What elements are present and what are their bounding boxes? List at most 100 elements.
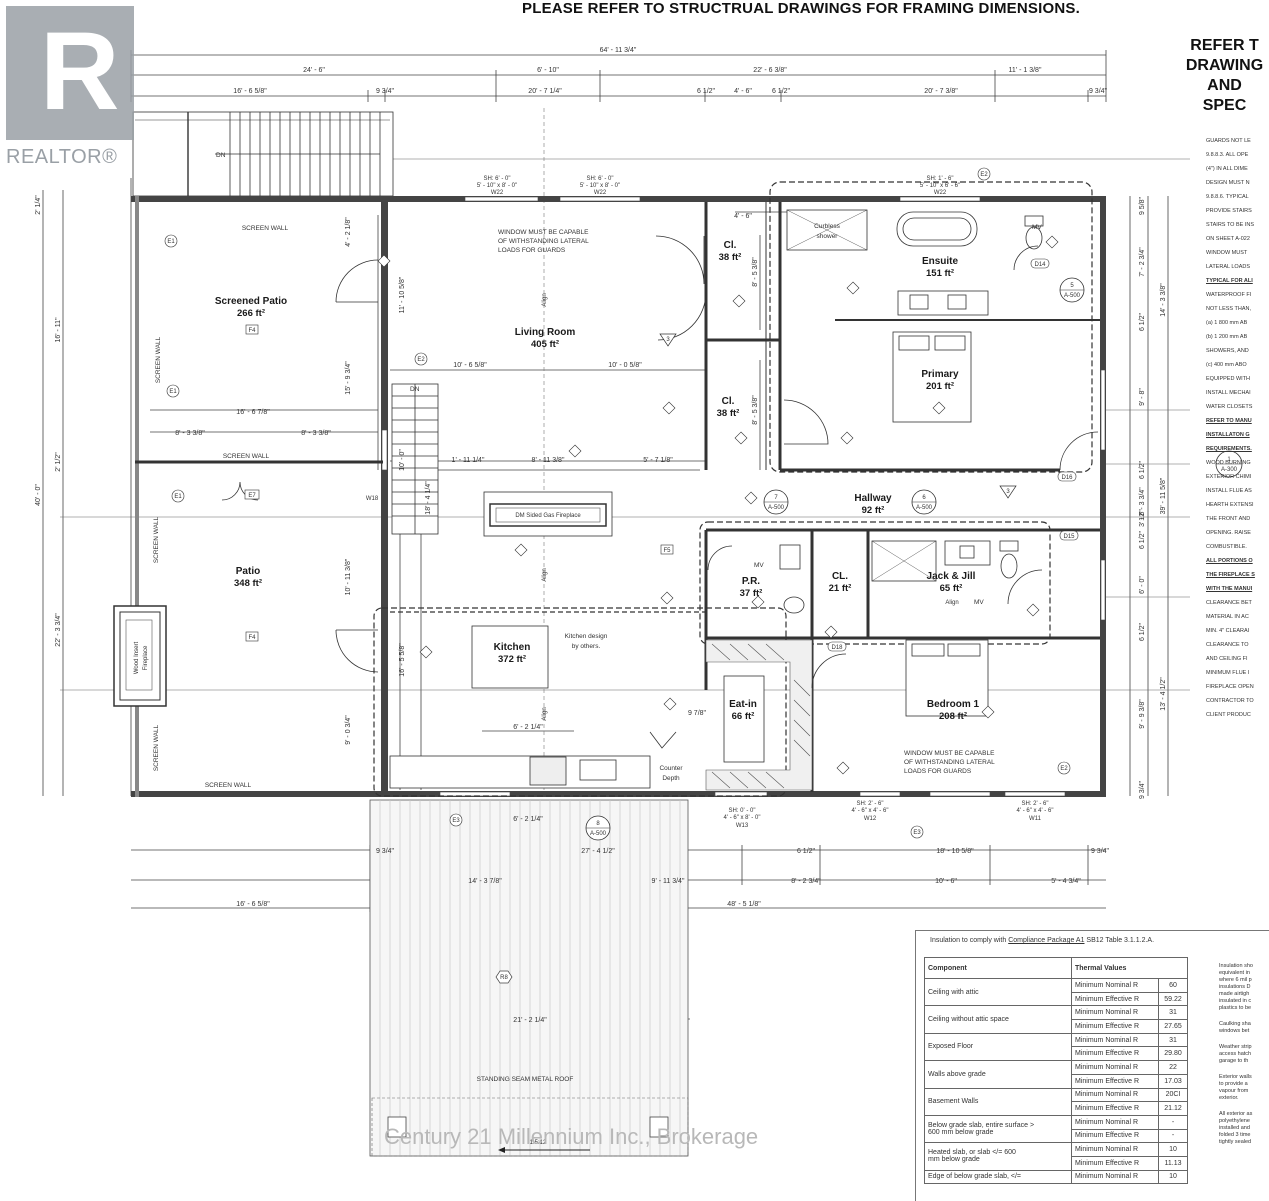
- insulation-note-line: polyethylene: [1219, 1118, 1250, 1124]
- insulation-component-text: Heated slab, or slab </= 600: [928, 1149, 1016, 1157]
- room-area-patio: 348 ft²: [234, 578, 262, 589]
- gas-fireplace: [483, 491, 613, 537]
- dim-right-l: 6 1/2": [1139, 622, 1146, 641]
- dim-right-f: 6 1/2": [1139, 460, 1146, 479]
- section-tag-7: 7: [774, 495, 778, 501]
- elev-tag-e1-a: E1: [167, 239, 175, 245]
- side-note-line: SHOWERS, AND: [1206, 348, 1249, 354]
- room-name-ensuite: Ensuite: [922, 256, 959, 267]
- insulation-component-text: Ceiling without attic space: [928, 1016, 1009, 1024]
- side-note-line: WITH THE MANUI: [1206, 586, 1253, 592]
- dim-top-a: 24' - 6": [303, 67, 325, 74]
- mv-label-2: MV: [754, 562, 764, 569]
- room-name-primary: Primary: [921, 369, 959, 380]
- room-name-kitchen: Kitchen: [494, 642, 531, 653]
- window-tag-w22-3: W22: [934, 190, 947, 196]
- exterior-stair: [132, 111, 394, 197]
- insulation-component: Ceiling without attic space: [924, 1005, 1072, 1034]
- door-tag-d14: D14: [1034, 262, 1046, 268]
- bath-outline: [699, 521, 1051, 645]
- room-area-jack-and-jill: 65 ft²: [940, 583, 963, 594]
- roof-label: STANDING SEAM METAL ROOF: [477, 1076, 574, 1083]
- side-note-line: CLEARANCE BET: [1206, 600, 1252, 606]
- dim-bottom-b: 9 3/4": [376, 848, 395, 855]
- side-notes-title: REFER T DRAWING AND SPEC: [1180, 36, 1269, 116]
- room-area-screened-patio: 266 ft²: [237, 308, 265, 319]
- elev-tag-e3-a: E3: [452, 818, 460, 824]
- room-area-ensuite: 151 ft²: [926, 268, 954, 279]
- section-tag-6-sheet: A-500: [916, 505, 933, 511]
- dimension-labels: 64' - 11 3/4" 24' - 6" 6' - 10" 22' - 6 …: [35, 47, 1167, 1024]
- window-guard-note-6: LOADS FOR GUARDS: [904, 768, 972, 775]
- insulation-component-text-2: 600 mm below grade: [928, 1129, 994, 1137]
- dim-right-a: 9 5/8": [1139, 196, 1146, 215]
- window-size-1: 5' - 10" x 8' - 0": [477, 183, 517, 189]
- dim-kitchen-b: 9 7/8": [688, 710, 707, 717]
- side-note-line: (a) 1 800 mm AB: [1206, 320, 1248, 326]
- realtor-logo-tile: [6, 6, 134, 140]
- side-note-line: DESIGN MUST N: [1206, 180, 1250, 186]
- dim-left-total: 40' - 0": [35, 484, 42, 506]
- side-note-line: COMBUSTIBLE.: [1206, 544, 1247, 550]
- door-tag-d18: D18: [831, 645, 843, 651]
- roof-tag-r8: R8: [500, 975, 508, 981]
- insulation-component: Exposed Floor: [924, 1032, 1072, 1062]
- wood-fireplace-label-2: Fireplace: [143, 645, 149, 670]
- room-name-eat-in: Eat-in: [729, 699, 757, 710]
- insulation-title-link[interactable]: Compliance Package A1: [1008, 937, 1085, 944]
- side-note-line: (c) 400 mm ABO: [1206, 362, 1247, 368]
- dim-top-d: 11' - 1 3/8": [1009, 67, 1042, 74]
- elev-tag-e1-c: E1: [174, 494, 182, 500]
- kitchen-design-note-1: Kitchen design: [565, 633, 608, 640]
- side-note-line: NOT LESS THAN,: [1206, 306, 1252, 312]
- window-guard-note-1: WINDOW MUST BE CAPABLE: [498, 229, 589, 236]
- dim-bottom-e: 18' - 10 5/8": [936, 848, 974, 855]
- insulation-title: Insulation to comply with Compliance Pac…: [930, 936, 1180, 945]
- fixtures: [389, 209, 1044, 789]
- insulation-effective-label: Minimum Effective R: [1071, 1019, 1159, 1034]
- gas-fireplace-label: DM Sided Gas Fireplace: [515, 513, 581, 519]
- elev-tag-e3-b: E3: [913, 830, 921, 836]
- insulation-component: Below grade slab, entire surface >600 mm…: [924, 1114, 1072, 1144]
- side-title-line-4: SPEC: [1202, 97, 1247, 114]
- insulation-table: Component Thermal Values Ceiling with at…: [924, 957, 1188, 1185]
- side-note-line: ON SHEET A-022: [1206, 236, 1250, 242]
- side-title-line-1: REFER T: [1190, 37, 1259, 54]
- insulation-component-text: Exposed Floor: [928, 1043, 974, 1051]
- insulation-nominal-value: 31: [1158, 1032, 1188, 1048]
- interior-stair: [391, 383, 439, 535]
- side-note-line: LATERAL LOADS: [1206, 264, 1251, 270]
- insulation-header-values: Thermal Values: [1071, 957, 1188, 979]
- insulation-table-header: Component Thermal Values: [924, 957, 1188, 979]
- insulation-component: Walls above grade: [924, 1060, 1072, 1089]
- window-openings: [381, 196, 1106, 797]
- side-note-line: 9.8.8.3. ALL OPE: [1206, 152, 1249, 158]
- section-tag-1: 1: [1227, 457, 1231, 463]
- roof-deck: [369, 799, 689, 1157]
- framing-note-header: PLEASE REFER TO STRUCTRUAL DRAWINGS FOR …: [522, 0, 1080, 17]
- door-tag-d16: D16: [1061, 475, 1073, 481]
- finish-tag-f4-a: F4: [248, 328, 256, 334]
- elev-tag-e7: E7: [248, 493, 256, 499]
- window-size-5: 4' - 6" x 4' - 6": [852, 808, 889, 814]
- realtor-logo-word: REALTOR®: [6, 146, 118, 168]
- insulation-title-suffix: SB12 Table 3.1.1.2.A.: [1084, 937, 1155, 944]
- insulation-component-text: Below grade slab, entire surface >: [928, 1122, 1035, 1130]
- window-sh-4: SH: 0' - 0": [729, 808, 756, 814]
- screen-wall-label-2: SCREEN WALL: [223, 453, 270, 460]
- insulation-effective-value: 17.03: [1158, 1073, 1188, 1089]
- insulation-effective-label: Minimum Effective R: [1071, 1046, 1159, 1062]
- elev-tag-e2-b: E2: [417, 357, 425, 363]
- side-note-line: WOOD BURNING: [1206, 460, 1251, 466]
- window-size-3: 5' - 10" x 6' - 6": [920, 183, 960, 189]
- dim-left-d: 22' - 3 3/4": [55, 613, 62, 647]
- insulation-note-line: tightly sealed: [1219, 1139, 1252, 1145]
- window-tag-w22-2: W22: [594, 190, 607, 196]
- realtor-logo: R REALTOR®: [4, 6, 150, 170]
- dim-screened-width-2: 8' - 3 3/8": [175, 430, 205, 437]
- elev-tag-e2-a: E2: [980, 172, 988, 178]
- room-area-eat-in: 66 ft²: [732, 711, 755, 722]
